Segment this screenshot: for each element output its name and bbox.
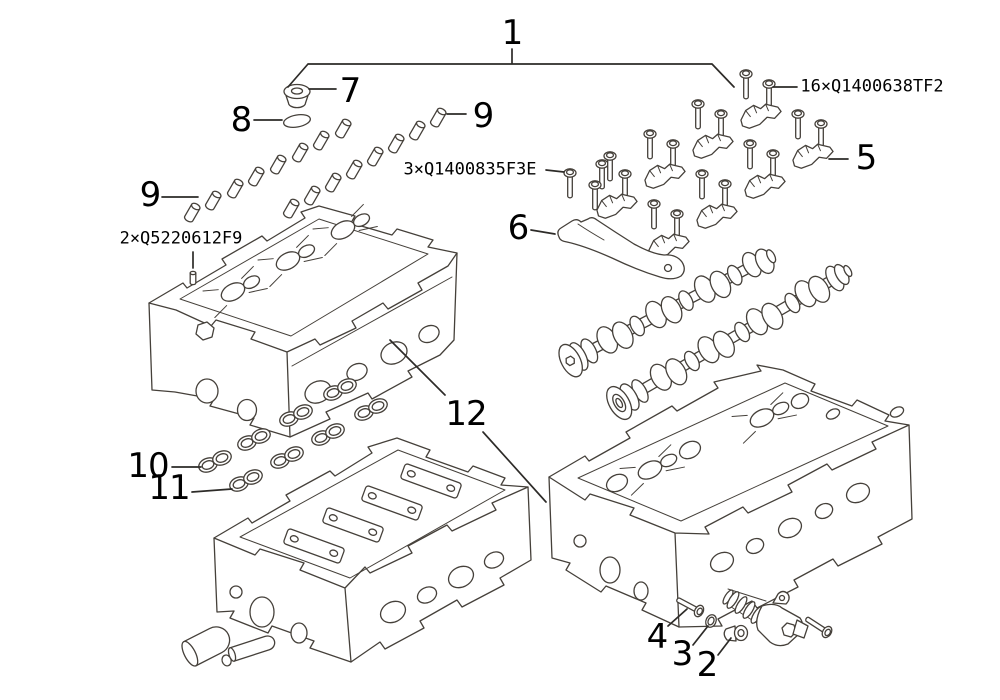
part-number-dowel-studs: 2×Q5220612F9 xyxy=(119,228,243,249)
callout-7: 7 xyxy=(339,71,362,111)
bearing-cap-row xyxy=(283,528,345,564)
camshaft-exhaust xyxy=(606,263,853,421)
callout-5: 5 xyxy=(855,138,878,178)
callout-9b: 9 xyxy=(472,96,495,136)
part-number-bearing-cap-bolts: 16×Q1400638TF2 xyxy=(800,76,944,97)
bearing-cap-row xyxy=(322,507,384,543)
cylinder-head-top-left xyxy=(148,201,458,438)
valve-collet xyxy=(283,113,311,129)
callout-1: 1 xyxy=(501,13,524,53)
cam-position-sensor xyxy=(723,624,749,642)
vvt-solenoid xyxy=(722,588,809,647)
callout-4: 4 xyxy=(646,617,669,657)
valve-tappets-row-a xyxy=(182,117,353,224)
camshaft-bracket xyxy=(557,217,685,280)
callout-6: 6 xyxy=(507,208,530,248)
part-number-camshaft-bolts: 3×Q1400835F3E xyxy=(403,159,537,180)
callout-10: 10 xyxy=(127,446,169,486)
bearing-cap-row xyxy=(361,485,423,521)
camshaft-intake xyxy=(558,248,777,378)
cylinder-head-bottom-middle xyxy=(213,437,532,663)
callout-9a: 9 xyxy=(139,175,162,215)
callout-8: 8 xyxy=(230,100,253,140)
callout-11: 11 xyxy=(148,468,190,508)
callout-12: 12 xyxy=(445,394,487,434)
cup-plug xyxy=(181,626,231,667)
callout-leader-lines xyxy=(161,48,849,656)
dowel-stud xyxy=(189,270,197,286)
callout-2: 2 xyxy=(696,645,719,685)
bearing-cap-row xyxy=(400,463,462,499)
valve-stem-seal xyxy=(283,83,311,109)
callout-3: 3 xyxy=(671,634,694,674)
cylinder-head-bottom-right xyxy=(548,364,913,628)
dowel-pin xyxy=(221,635,276,667)
